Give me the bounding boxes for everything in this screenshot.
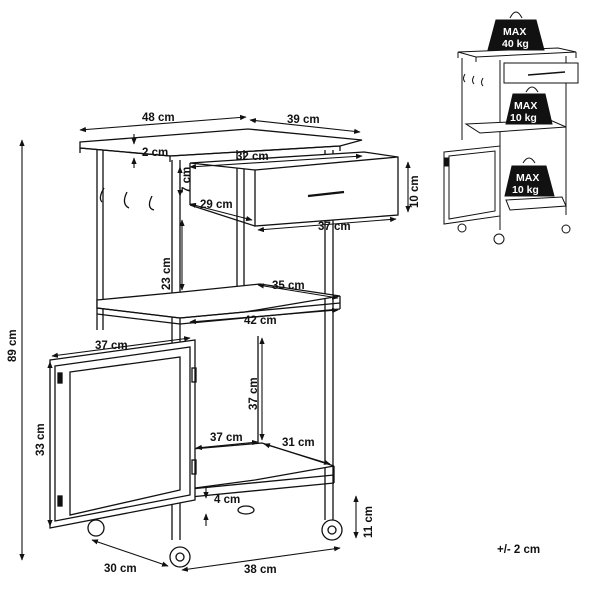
dim-bottom-depth: 37 cm xyxy=(210,432,243,444)
dim-base-width: 38 cm xyxy=(244,564,277,576)
load-labels: MAX 40 kg MAX 10 kg MAX 10 kg xyxy=(502,26,539,196)
load-middle-label: MAX xyxy=(514,100,537,112)
tolerance-note: +/- 2 cm xyxy=(497,544,540,556)
dim-drawer-depth: 32 cm xyxy=(236,151,269,163)
weight-icon-middle xyxy=(505,86,553,125)
load-bottom-label: MAX xyxy=(516,172,539,184)
dim-drawer-front-height: 10 cm xyxy=(409,175,421,208)
dim-top-thickness: 2 cm xyxy=(142,147,168,159)
dim-shelf-width: 35 cm xyxy=(272,280,305,292)
dim-total-height: 89 cm xyxy=(7,329,19,362)
weight-icon-top xyxy=(487,11,545,51)
dim-door-width: 37 cm xyxy=(95,340,128,352)
load-top-value: 40 kg xyxy=(502,38,529,50)
dim-top-depth: 48 cm xyxy=(142,112,175,124)
dim-base-depth: 30 cm xyxy=(104,563,137,575)
hooks xyxy=(99,187,155,211)
dim-bottom-width: 31 cm xyxy=(282,437,315,449)
load-middle-value: 10 kg xyxy=(510,112,537,124)
dim-top-width: 39 cm xyxy=(287,114,320,126)
dim-drawer-side-height: 7 cm xyxy=(181,167,193,193)
dimension-lines xyxy=(19,114,411,572)
dim-wheel-height: 11 cm xyxy=(363,506,375,538)
dim-drawer-width: 37 cm xyxy=(318,221,351,233)
dim-door-height: 33 cm xyxy=(35,423,47,456)
dim-drawer-inner-depth: 29 cm xyxy=(200,199,233,211)
load-bottom-value: 10 kg xyxy=(512,184,539,196)
bottom-shelf xyxy=(179,442,335,499)
door xyxy=(49,339,197,529)
dim-cabinet-height: 37 cm xyxy=(248,377,260,410)
drawer xyxy=(189,151,399,227)
dim-bottom-offset: 4 cm xyxy=(214,494,240,506)
dimension-labels: 48 cm 39 cm 2 cm 32 cm 7 cm 10 cm 29 cm … xyxy=(7,112,540,576)
load-top-label: MAX xyxy=(503,26,526,38)
dim-upper-gap: 23 cm xyxy=(161,257,173,290)
weight-icon-bottom xyxy=(504,157,555,197)
load-thumbnail xyxy=(443,11,579,245)
wheels xyxy=(87,505,343,568)
dim-shelf-depth: 42 cm xyxy=(244,315,277,327)
